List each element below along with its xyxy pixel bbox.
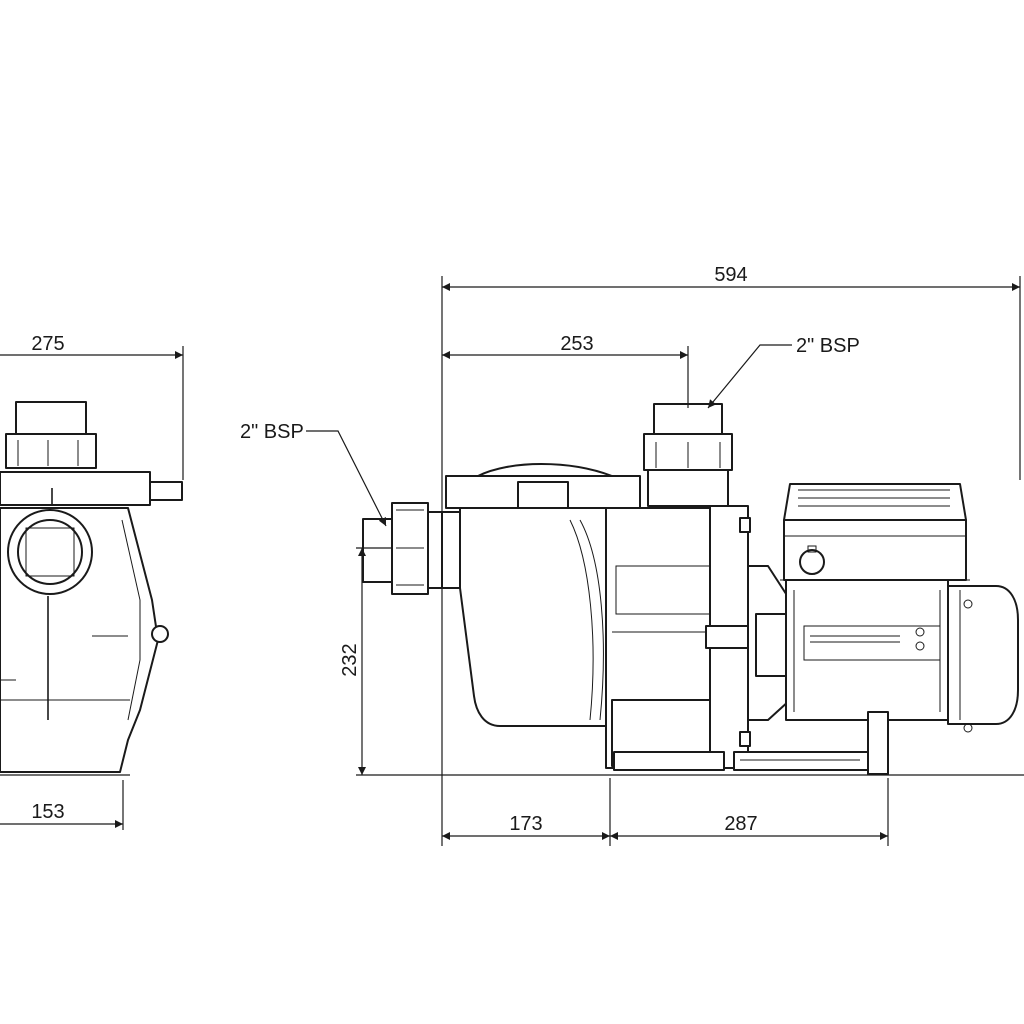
side-view — [0, 401, 183, 773]
dim-base-front: 173 — [442, 813, 610, 840]
dim-side-width: 275 — [0, 333, 184, 480]
callout-inlet: 2" BSP — [240, 421, 387, 527]
callout-outlet-label: 2" BSP — [796, 335, 860, 357]
dim-overall-length: 594 — [442, 264, 1020, 291]
dim-label-outlet-offset: 253 — [560, 333, 593, 355]
dim-label-side-width: 275 — [31, 333, 64, 355]
dim-side-base: 153 — [0, 780, 124, 830]
dim-label-base-rear: 287 — [724, 813, 757, 835]
callout-outlet: 2" BSP — [707, 335, 860, 409]
dim-base-rear: 287 — [610, 813, 888, 840]
front-view — [362, 403, 1019, 775]
dim-label-overall-length: 594 — [714, 264, 747, 286]
dim-outlet-offset: 253 — [442, 333, 688, 359]
dim-label-base-front: 173 — [509, 813, 542, 835]
callout-inlet-label: 2" BSP — [240, 421, 304, 443]
dim-inlet-height: 232 — [339, 548, 366, 775]
dim-label-inlet-height: 232 — [339, 643, 361, 676]
dim-label-side-base: 153 — [31, 801, 64, 823]
